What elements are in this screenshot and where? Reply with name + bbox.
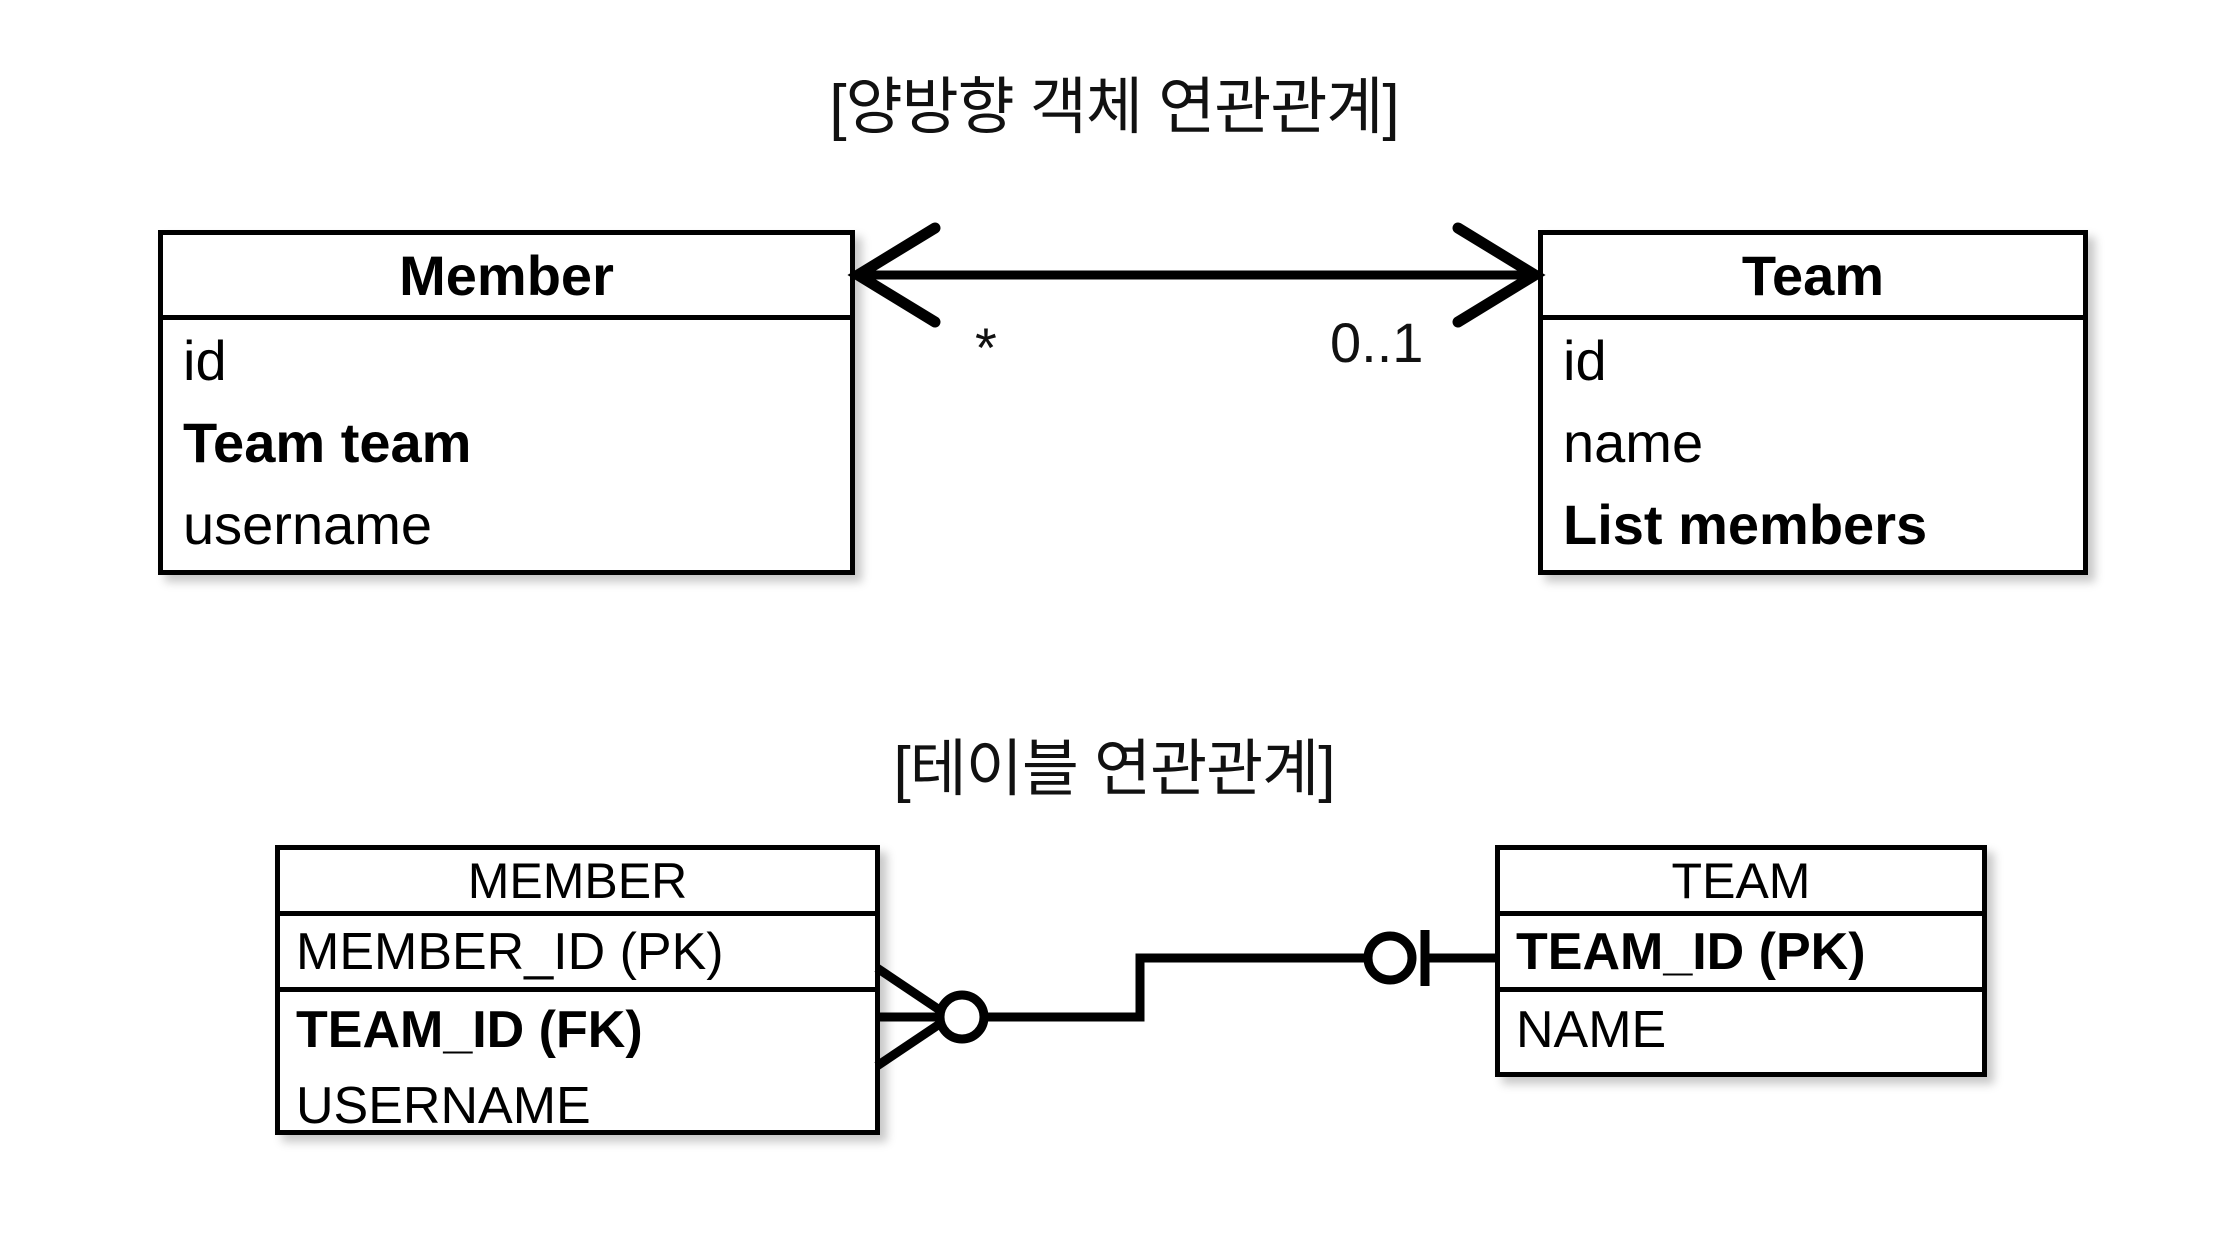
- class-attribute: id: [1563, 329, 1607, 392]
- class-attribute: username: [183, 493, 433, 556]
- table-column: NAME: [1516, 1001, 1667, 1059]
- table-section-title: [테이블 연관관계]: [893, 735, 1336, 804]
- member-table-columns: MEMBER_ID (PK) TEAM_ID (FK) USERNAME: [280, 916, 875, 1144]
- table-column: MEMBER_ID (PK): [280, 916, 875, 992]
- team-table-columns: TEAM_ID (PK) NAME: [1500, 916, 1982, 1068]
- table-column: TEAM_ID (FK): [296, 1001, 643, 1059]
- member-class-name: Member: [163, 235, 850, 320]
- team-class-attributes: id name List members: [1543, 320, 2083, 566]
- optionality-circle-member-side: [935, 990, 989, 1044]
- table-column: TEAM_ID (PK): [1500, 916, 1982, 992]
- bidirectional-association-arrow: [847, 222, 1546, 328]
- optionality-circle-team-side: [1363, 931, 1417, 985]
- member-table-box: MEMBER MEMBER_ID (PK) TEAM_ID (FK) USERN…: [275, 845, 880, 1135]
- team-class-box: Team id name List members: [1538, 230, 2088, 575]
- crows-foot-many-symbol: [874, 964, 953, 1070]
- class-attribute: name: [1563, 411, 1704, 474]
- crows-foot-relationship: [874, 930, 1497, 1070]
- team-table-name: TEAM: [1500, 850, 1982, 916]
- member-class-box: Member id Team team username: [158, 230, 855, 575]
- object-section-title: [양방향 객체 연관관계]: [829, 73, 1399, 142]
- member-class-attributes: id Team team username: [163, 320, 850, 566]
- team-table-box: TEAM TEAM_ID (PK) NAME: [1495, 845, 1987, 1077]
- team-class-name: Team: [1543, 235, 2083, 320]
- class-attribute: List members: [1563, 493, 1928, 556]
- multiplicity-label-zero-or-one: 0..1: [1330, 311, 1424, 374]
- member-table-name: MEMBER: [280, 850, 875, 916]
- class-attribute: Team team: [183, 411, 472, 474]
- table-column: USERNAME: [296, 1077, 591, 1135]
- multiplicity-label-many: *: [975, 316, 997, 379]
- class-attribute: id: [183, 329, 227, 392]
